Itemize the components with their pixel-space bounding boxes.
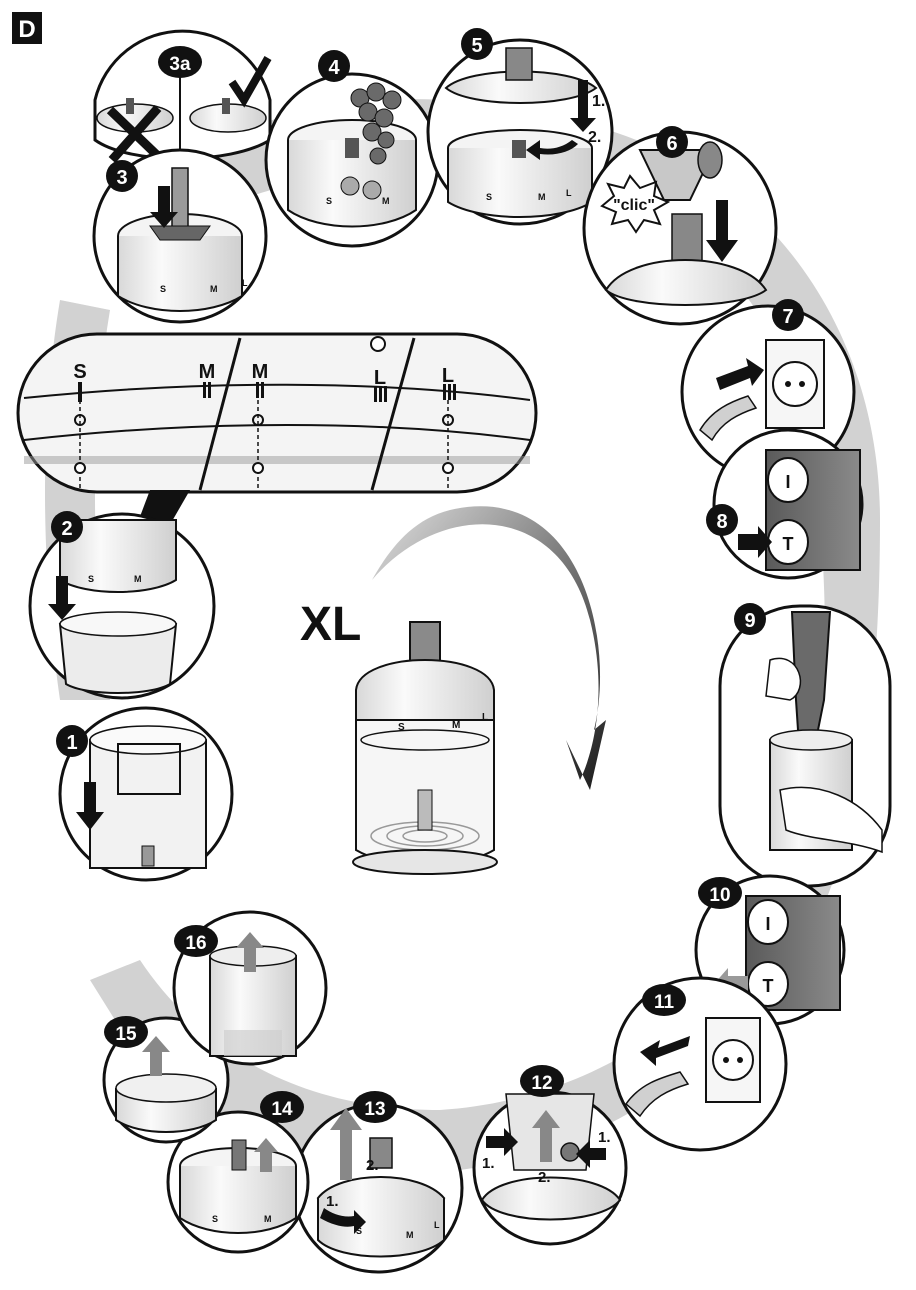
svg-text:5: 5 [471, 35, 482, 57]
badge-8: 8 [706, 504, 738, 536]
svg-text:4: 4 [328, 57, 340, 79]
step-13: 1. 2. S M L [292, 1102, 464, 1274]
badge-7: 7 [772, 299, 804, 331]
svg-text:8: 8 [716, 511, 727, 533]
xl-scale-s: S [398, 722, 405, 733]
svg-text:S: S [486, 192, 492, 202]
badge-10: 10 [698, 877, 742, 909]
svg-text:L: L [242, 278, 248, 288]
svg-text:S: S [88, 574, 94, 584]
badge-5: 5 [461, 28, 493, 60]
section-label: D [18, 16, 35, 43]
step-3a [93, 29, 272, 163]
magnifier-panel: S M M L L [16, 332, 538, 494]
badge-12: 12 [520, 1065, 564, 1097]
svg-text:M: M [538, 192, 546, 202]
svg-text:M: M [406, 1230, 414, 1240]
badge-16: 16 [174, 925, 218, 957]
badge-3: 3 [106, 160, 138, 192]
step6-sound: "clic" [613, 197, 655, 214]
cross-icon [106, 105, 164, 163]
svg-text:13: 13 [364, 1099, 385, 1120]
badge-9: 9 [734, 603, 766, 635]
svg-text:T: T [763, 976, 774, 996]
svg-text:9: 9 [744, 610, 755, 632]
step-14: S M [166, 1110, 310, 1254]
step-11 [612, 976, 788, 1152]
step13-substep-1: 1. [326, 1193, 339, 1210]
step13-substep-2: 2. [366, 1157, 379, 1174]
svg-text:L: L [434, 1220, 440, 1230]
badge-3a: 3a [158, 46, 202, 78]
svg-text:12: 12 [531, 1073, 552, 1094]
badge-15: 15 [104, 1016, 148, 1048]
badge-13: 13 [353, 1091, 397, 1123]
magnifier-mark-1-left: S [73, 361, 86, 383]
svg-text:S: S [160, 284, 166, 294]
check-icon [228, 56, 272, 108]
step-5: 1. 2. S M L [426, 38, 614, 226]
svg-text:L: L [566, 188, 572, 198]
badge-6: 6 [656, 126, 688, 158]
svg-text:M: M [210, 284, 218, 294]
step-15 [102, 1016, 230, 1144]
step-12: 1. 1. 2. [472, 1090, 628, 1246]
svg-text:1: 1 [66, 732, 77, 754]
food-pieces [340, 82, 402, 200]
step5-substep-2: 2. [588, 129, 601, 146]
step12-substep-left: 1. [482, 1155, 495, 1172]
svg-text:6: 6 [666, 133, 677, 155]
xl-jar: S M L [352, 621, 498, 875]
svg-text:7: 7 [782, 306, 793, 328]
badge-1: 1 [56, 725, 88, 757]
step-1 [58, 706, 234, 882]
step-badges: 1 2 3 3a 4 5 6 7 8 9 10 11 12 13 14 15 1… [51, 28, 804, 1123]
svg-text:11: 11 [654, 992, 675, 1013]
svg-text:2: 2 [61, 518, 72, 540]
svg-text:M: M [134, 574, 142, 584]
svg-text:16: 16 [185, 933, 206, 954]
magnifier-mark-1-right: M [199, 361, 216, 383]
svg-text:14: 14 [271, 1099, 293, 1120]
model-label: XL [300, 598, 361, 651]
magnifier-mark-2-left: M [252, 361, 269, 383]
badge-14: 14 [260, 1091, 304, 1123]
step12-substep-right: 1. [598, 1129, 611, 1146]
step-6: "clic" [582, 130, 778, 326]
step-3: S M L [92, 148, 268, 324]
magnifier-mark-2-right: L [374, 367, 386, 389]
section-label-box: D [12, 12, 42, 44]
svg-text:M: M [264, 1214, 272, 1224]
svg-text:S: S [356, 1226, 362, 1236]
svg-text:S: S [212, 1214, 218, 1224]
svg-text:3: 3 [116, 167, 127, 189]
svg-text:3a: 3a [169, 54, 191, 75]
svg-text:M: M [382, 196, 390, 206]
step5-substep-1: 1. [592, 93, 605, 110]
step-4: S M [264, 72, 440, 248]
step-16 [172, 910, 328, 1066]
badge-4: 4 [318, 50, 350, 82]
step-8: I T [712, 428, 864, 580]
svg-text:10: 10 [709, 885, 730, 906]
badge-2: 2 [51, 511, 83, 543]
xl-scale-l: L [482, 712, 488, 723]
clic-burst [600, 174, 671, 234]
step-9 [718, 604, 892, 888]
step-2: S M [28, 512, 216, 700]
svg-text:15: 15 [115, 1024, 137, 1045]
magnifier-mark-3-right: L [442, 365, 454, 387]
step12-substep-center: 2. [538, 1169, 551, 1186]
svg-text:S: S [326, 196, 332, 206]
svg-text:T: T [783, 534, 794, 554]
badge-11: 11 [642, 984, 686, 1016]
xl-scale-m: M [452, 720, 460, 731]
svg-text:I: I [785, 472, 790, 492]
svg-text:I: I [765, 914, 770, 934]
